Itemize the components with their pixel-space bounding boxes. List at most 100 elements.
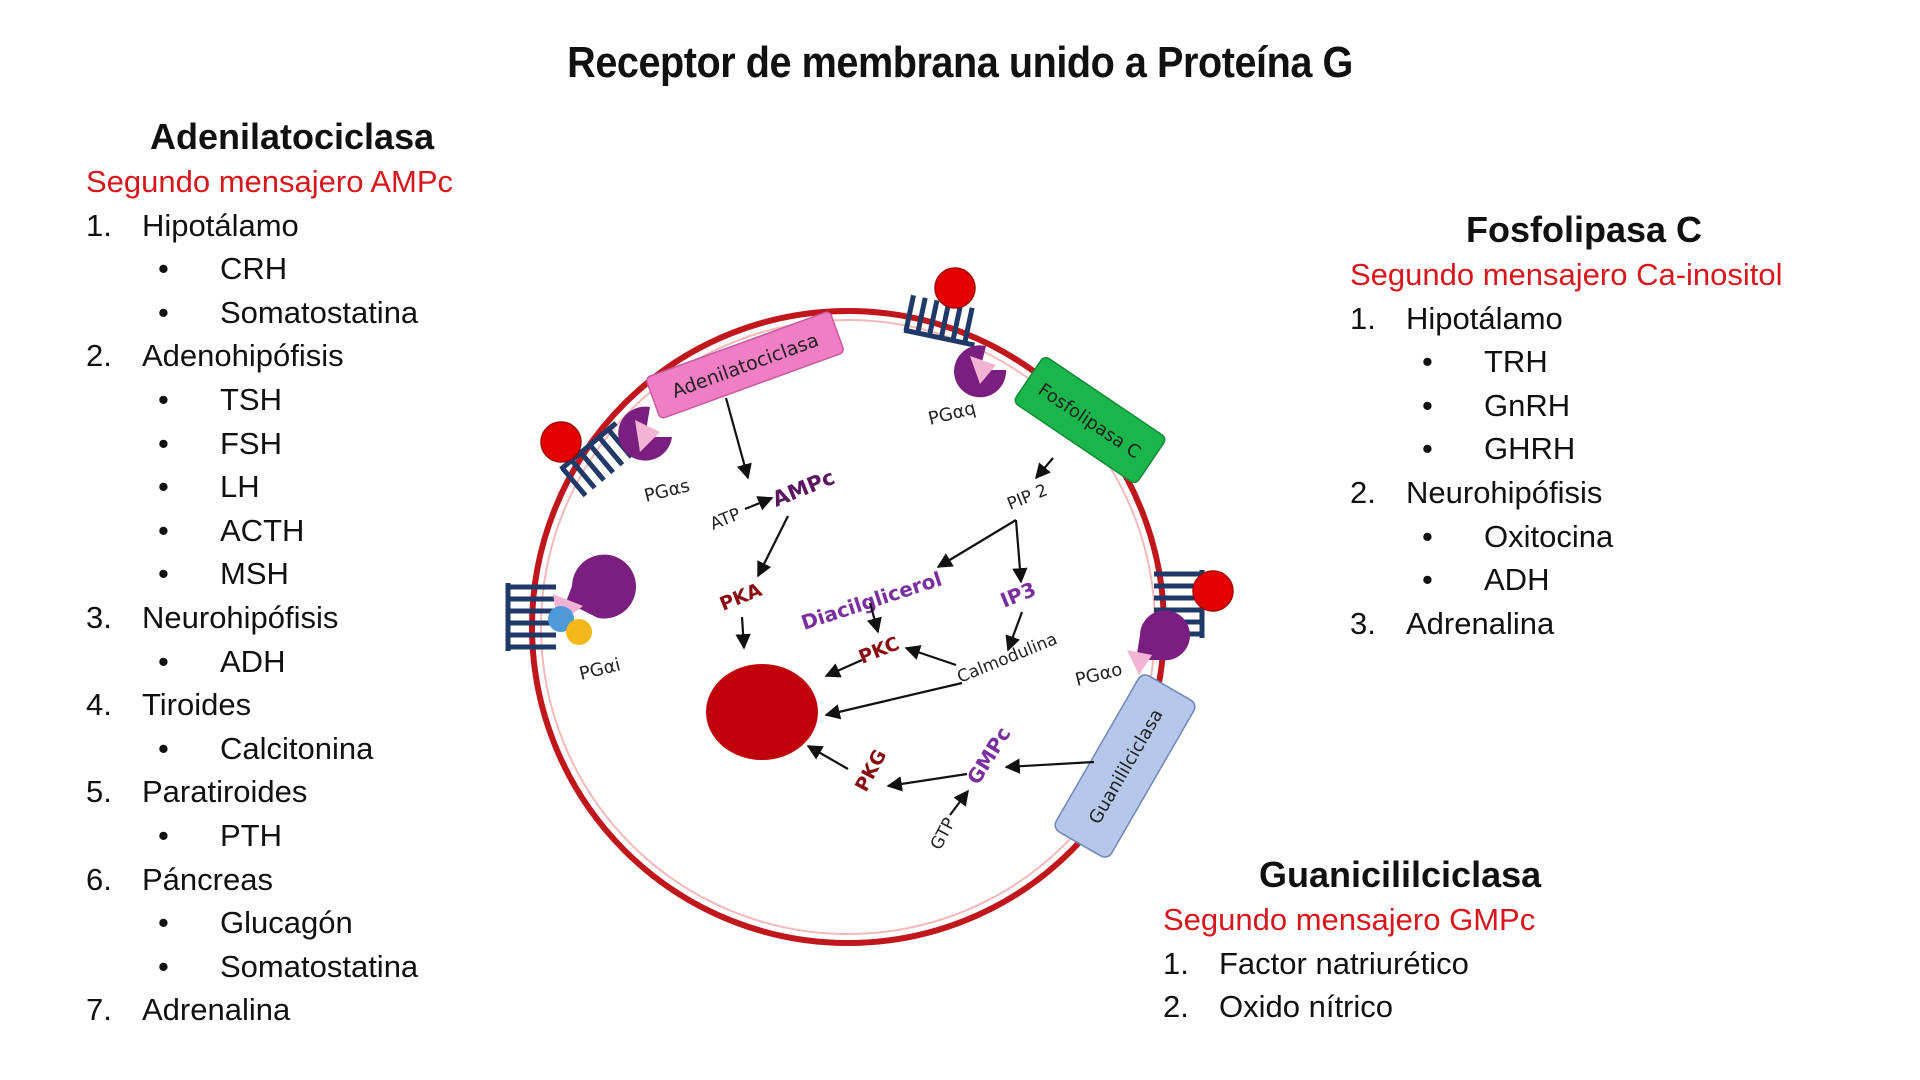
left-heading: Adenilatociclasa [150, 116, 435, 157]
bullet-icon: • [158, 512, 169, 548]
arrow-pkc-nucleus [824, 658, 863, 678]
sub-list-item: • LH [86, 465, 453, 509]
bullet-icon: • [1422, 387, 1433, 423]
list-label: Adrenalina [1406, 605, 1555, 641]
label-gmpc: GMPc [962, 723, 1016, 789]
arrow-calmodulina-pkc [904, 645, 957, 667]
list-item: 2.Neurohipófisis [1350, 471, 1783, 515]
sub-list-item: • GnRH [1350, 384, 1783, 428]
bottom-heading: Guanicililciclasa [1259, 854, 1542, 895]
arrow-atp-ampc [744, 496, 774, 511]
label-ampc: AMPc [769, 465, 838, 512]
sub-list-label: Somatostatina [220, 294, 419, 330]
list-number: 2. [86, 338, 112, 374]
ligand-gs-icon [540, 421, 582, 463]
gprotein-go-icon [1127, 610, 1190, 675]
ligand-go-icon [1192, 570, 1234, 612]
sub-list-item: • TRH [1350, 340, 1783, 384]
list-item: 7. Adrenalina [86, 988, 453, 1032]
sub-list-item: •Calcitonina [86, 727, 453, 771]
bullet-icon: • [1422, 344, 1433, 380]
ligand-gq-icon [934, 267, 976, 309]
sub-list-label: MSH [220, 556, 289, 592]
list-number: 3. [1350, 605, 1376, 641]
list-label: Factor natriurético [1219, 945, 1469, 981]
gprotein-gq-icon [954, 345, 1007, 398]
arrow-pka-nucleus [735, 616, 751, 650]
bullet-icon: • [1422, 518, 1433, 554]
list-label: Neurohipófisis [1406, 474, 1603, 510]
arrow-calmodulina-nucleus [824, 681, 963, 720]
label-atp: ATP [707, 504, 743, 534]
sub-list-label: ADH [1484, 562, 1550, 598]
list-number: 7. [86, 992, 112, 1028]
list-number: 5. [86, 774, 112, 810]
page-title: Receptor de membrana unido a Proteína G [567, 38, 1353, 87]
sub-list-item: •TSH [86, 378, 453, 422]
arrow-guanilil-gmpc [1004, 758, 1095, 774]
sub-list-label: GnRH [1484, 387, 1571, 423]
list-item: 3.Neurohipófisis [86, 596, 453, 640]
sub-list-label: LH [220, 469, 260, 505]
label-pkg: PKG [851, 746, 891, 795]
arrow-ampc-pka [757, 515, 789, 578]
list-item: 1.Hipotálamo [1350, 297, 1783, 341]
bullet-icon: • [158, 294, 169, 330]
right-heading: Fosfolipasa C [1466, 209, 1703, 250]
list-label: Adrenalina [142, 992, 291, 1028]
bullet-icon: • [1422, 431, 1433, 467]
list-item: 1. Factor natriurético [1163, 942, 1541, 986]
sub-list-label: FSH [220, 425, 282, 461]
arrow-pip2-ip3 [1012, 519, 1028, 584]
sub-list-label: Oxitocina [1484, 518, 1614, 554]
sub-list-label: TRH [1484, 344, 1548, 380]
list-item: 2.Adenohipófisis [86, 334, 453, 378]
arrow-ip3-calmodulina [1005, 611, 1024, 652]
list-label: Oxido nítrico [1219, 989, 1394, 1025]
receptor-gq-icon [903, 294, 975, 348]
arrow-pkg-nucleus [806, 745, 849, 770]
list-item: 3. Adrenalina [1350, 602, 1783, 646]
label-diacilglicerol: Diacilglicerol [798, 567, 945, 635]
list-item: 5.Paratiroides [86, 770, 453, 814]
arrow-pip2-split [936, 519, 1017, 568]
list-label: Páncreas [142, 861, 273, 897]
sub-list-label: Glucagón [220, 905, 353, 941]
bullet-icon: • [1422, 562, 1433, 598]
bullet-icon: • [158, 469, 169, 505]
sub-list-item: •MSH [86, 552, 453, 596]
list-label: Hipotálamo [142, 207, 299, 243]
arrow-adenilato-ampc [724, 397, 752, 480]
list-label: Hipotálamo [1406, 300, 1563, 336]
arrow-gtp-gmpc [949, 789, 969, 816]
list-item: 1. Hipotálamo [86, 204, 453, 248]
label-gtp: GTP [927, 815, 960, 854]
label-pgao: PGαo [1073, 659, 1124, 691]
sub-list-item: •FSH [86, 422, 453, 466]
gprotein-gs-icon [618, 406, 672, 461]
list-number: 1. [86, 207, 112, 243]
arrow-fosfolipasa-pip2 [1035, 457, 1054, 480]
list-number: 1. [1163, 945, 1189, 981]
bullet-icon: • [158, 948, 169, 984]
sub-list-item: •Glucagón [86, 901, 453, 945]
sub-list-item: • ADH [1350, 558, 1783, 602]
sub-list-label: Somatostatina [220, 948, 419, 984]
sub-list-item: • Somatostatina [86, 291, 453, 335]
sub-list-item: • GHRH [1350, 427, 1783, 471]
label-pip2: PIP 2 [1004, 480, 1050, 514]
sub-list-label: TSH [220, 381, 282, 417]
bullet-icon: • [158, 251, 169, 287]
sub-list-item: •CRH [86, 247, 453, 291]
list-label: Tiroides [142, 687, 252, 723]
arrow-gmpc-pkg [886, 772, 968, 792]
label-pgaq: PGαq [926, 398, 978, 430]
list-item: 6.Páncreas [86, 858, 453, 902]
gprotein-gi-icon [548, 554, 636, 645]
sub-list-label: GHRH [1484, 431, 1576, 467]
nucleus [706, 664, 818, 760]
